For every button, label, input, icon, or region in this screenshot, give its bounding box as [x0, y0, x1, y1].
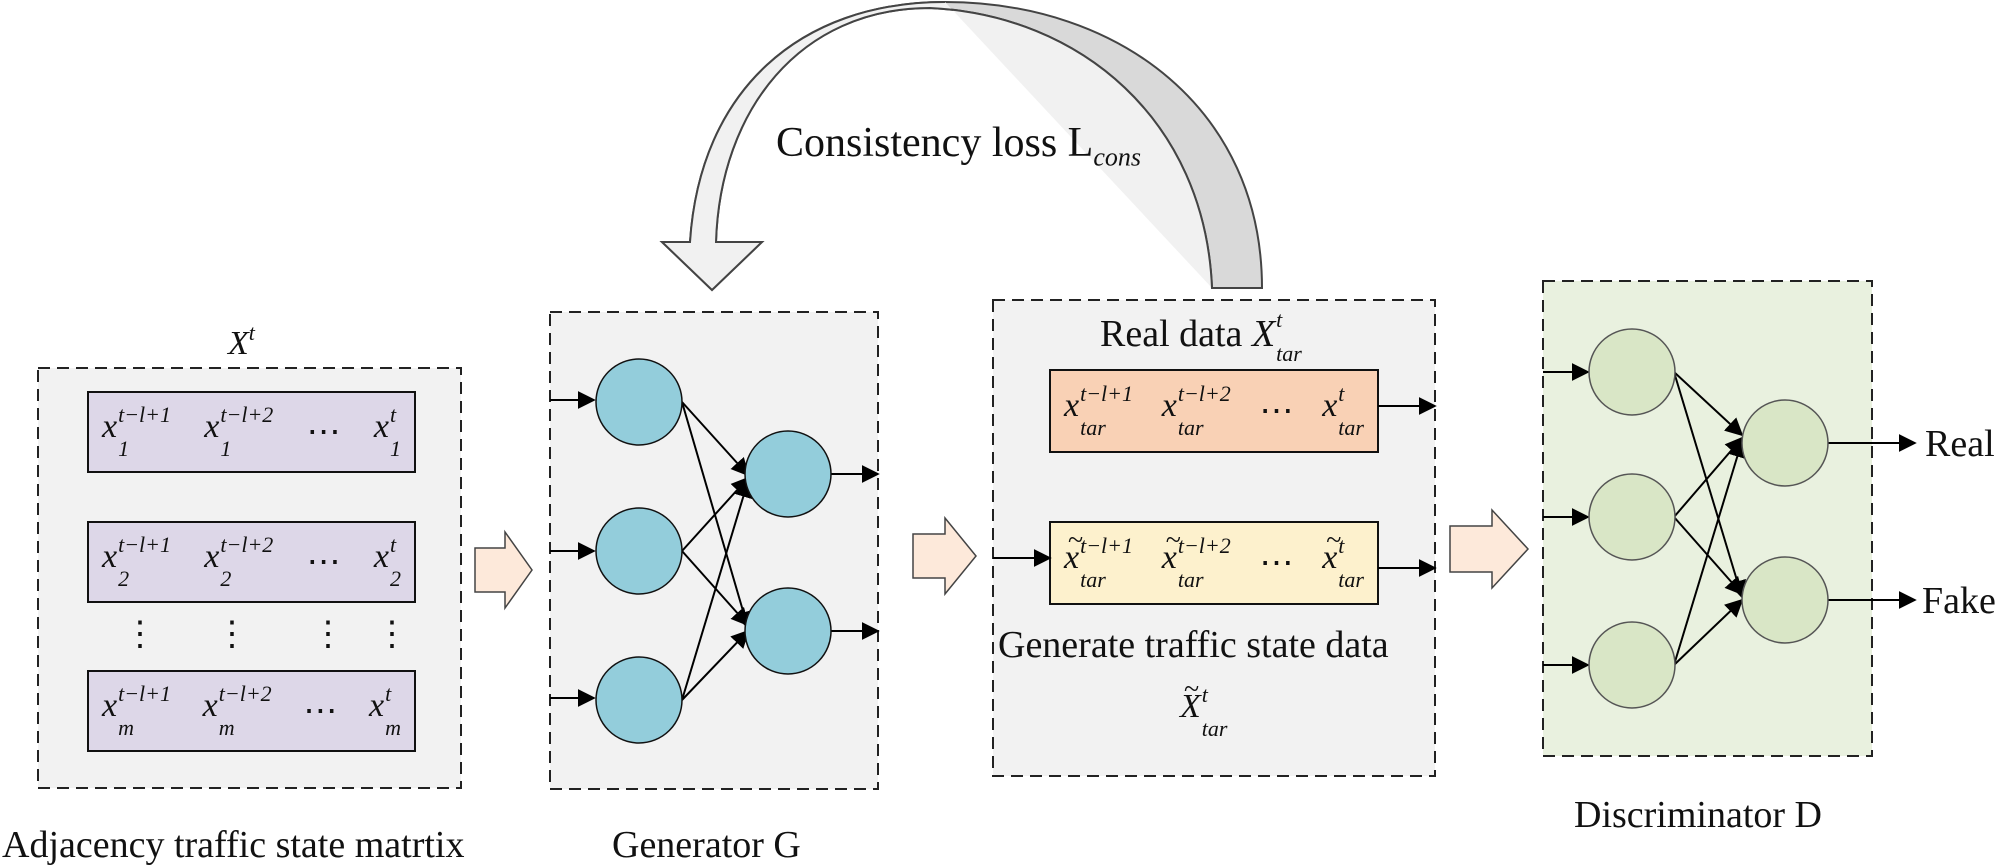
- discriminator-caption: Discriminator D: [1574, 794, 1823, 836]
- gen-node-in-3: [595, 656, 683, 744]
- matrix-row-2-bg: [87, 521, 416, 603]
- disc-node-out-2: [1741, 556, 1829, 644]
- disc-node-in-3: [1588, 621, 1676, 709]
- vdots-2: ⋮: [215, 616, 249, 653]
- input-symbol: Xt: [228, 320, 255, 362]
- gen-node-in-2: [595, 507, 683, 595]
- disc-node-out-1: [1741, 399, 1829, 487]
- gen-node-out-1: [744, 430, 832, 518]
- vdots-3: ⋮: [311, 616, 345, 653]
- vdots-4: ⋮: [375, 616, 409, 653]
- flow-arrow-3: [1449, 508, 1530, 590]
- matrix-caption: Adjacency traffic state matrtix: [2, 824, 465, 866]
- vdots-1: ⋮: [123, 616, 157, 653]
- flow-arrow-1: [474, 529, 533, 611]
- disc-node-in-1: [1588, 328, 1676, 416]
- real-row-bg: [1049, 369, 1379, 453]
- gen-node-in-1: [595, 358, 683, 446]
- output-real-label: Real: [1925, 423, 1995, 465]
- consistency-loss-label: Consistency loss Lcons: [776, 120, 1142, 172]
- matrix-row-3-bg: [87, 670, 416, 752]
- flow-arrow-2: [912, 515, 977, 597]
- generate-data-label: Generate traffic state data: [998, 624, 1389, 666]
- output-fake-label: Fake: [1922, 580, 1996, 622]
- consistency-loss-arrow-front: [659, 1, 1213, 292]
- matrix-row-1-bg: [87, 391, 416, 473]
- gen-node-out-2: [744, 587, 832, 675]
- disc-node-in-2: [1588, 473, 1676, 561]
- generator-caption: Generator G: [612, 824, 801, 866]
